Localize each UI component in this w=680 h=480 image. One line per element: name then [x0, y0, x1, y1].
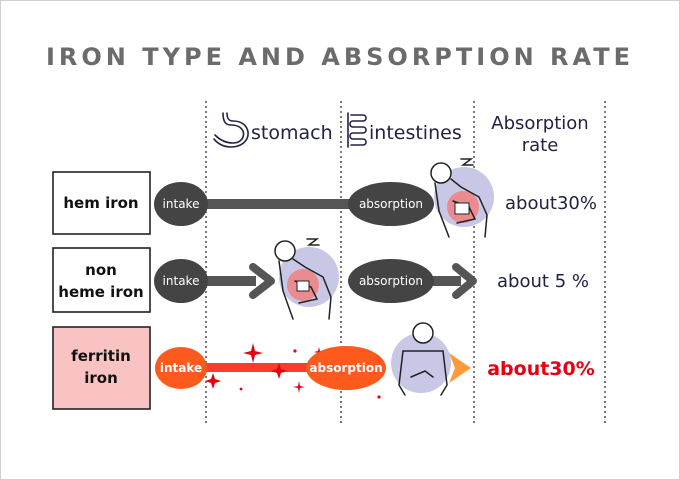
flow-arrow-head — [452, 263, 477, 299]
absorption-pill — [348, 182, 434, 226]
row-label-box — [52, 247, 151, 313]
header-stomach: stomach — [251, 122, 333, 144]
stomach-icon — [213, 112, 249, 148]
intake-pill — [154, 259, 208, 303]
intestines-icon — [347, 112, 367, 148]
absorption-pill — [306, 346, 386, 390]
absorption-label: absorption — [359, 197, 423, 211]
intake-label: intake — [163, 274, 200, 288]
row-non-heme-iron: non heme iron intake absorption about 5 … — [52, 238, 589, 320]
header-absorption-line1: Absorption — [491, 113, 588, 134]
row-label-box — [52, 326, 151, 410]
person-icon — [274, 238, 339, 320]
row-label-line1: ferritin — [71, 347, 131, 365]
absorption-pill — [348, 259, 434, 303]
header-intestines: intestines — [369, 122, 462, 144]
rate-value: about 5 % — [497, 271, 589, 292]
absorption-label: absorption — [309, 361, 382, 375]
intake-pill — [154, 182, 208, 226]
person-icon — [391, 322, 451, 396]
diagram-title: IRON TYPE AND ABSORPTION RATE — [46, 43, 634, 71]
person-icon — [430, 158, 494, 238]
row-label-line2: heme iron — [58, 283, 143, 301]
absorption-label: absorption — [359, 274, 423, 288]
intake-label: intake — [163, 197, 200, 211]
rate-value: about30% — [505, 193, 597, 214]
flow-arrow-shaft — [181, 276, 256, 286]
intake-label: intake — [160, 361, 202, 375]
row-ferritin-iron: ferritin iron intake — [52, 322, 595, 410]
row-label-line1: non — [85, 261, 117, 279]
flow-arrow-head — [449, 353, 471, 383]
row-label-box — [52, 171, 151, 235]
row-hem-iron: hem iron intake absorption about30% — [52, 158, 597, 238]
flow-bar — [176, 363, 356, 372]
row-label: hem iron — [63, 194, 138, 212]
flow-bar — [176, 199, 426, 209]
flow-arrow-head — [249, 263, 275, 299]
intake-pill — [155, 347, 207, 389]
rate-value: about30% — [487, 358, 595, 380]
header-absorption-line2: rate — [522, 135, 559, 156]
row-label-line2: iron — [84, 369, 118, 387]
